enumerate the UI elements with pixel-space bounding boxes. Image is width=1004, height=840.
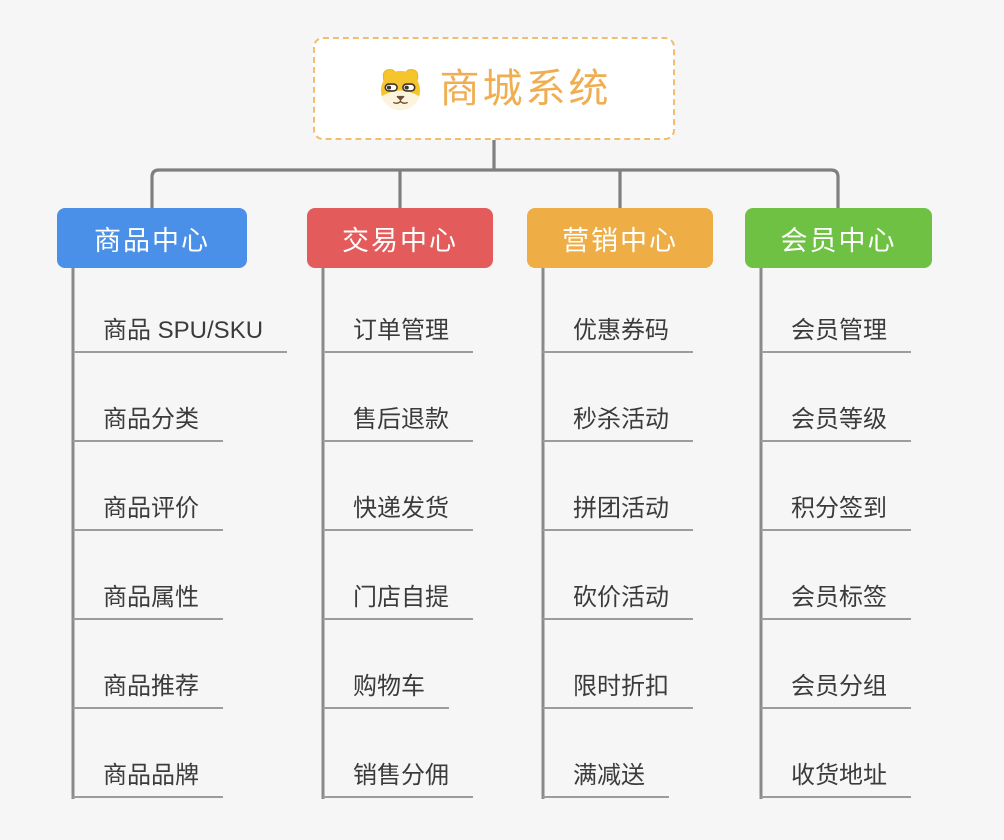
leaf-topic-label[interactable]: 会员管理 xyxy=(761,317,911,353)
leaf-topic-node: 会员分组 xyxy=(745,620,932,709)
leaf-topic-label[interactable]: 商品品牌 xyxy=(73,762,223,798)
root-topic-node[interactable]: 商城系统 xyxy=(313,37,675,140)
leaf-topic-label[interactable]: 商品评价 xyxy=(73,495,223,531)
leaf-topic-node: 售后退款 xyxy=(307,353,493,442)
leaf-topic-node: 拼团活动 xyxy=(527,442,713,531)
leaf-topic-node: 商品分类 xyxy=(57,353,247,442)
leaf-topic-label[interactable]: 积分签到 xyxy=(761,495,911,531)
leaf-topic-node: 购物车 xyxy=(307,620,493,709)
branch-product-center: 商品中心 商品 SPU/SKU 商品分类商品评价商品属性商品推荐商品品牌 xyxy=(57,208,288,798)
leaf-topic-label[interactable]: 拼团活动 xyxy=(543,495,693,531)
branch-leaves: 订单管理售后退款快递发货门店自提购物车销售分佣 xyxy=(307,268,493,798)
branch-header[interactable]: 商品中心 xyxy=(57,208,247,268)
branch-trade-center: 交易中心 订单管理售后退款快递发货门店自提购物车销售分佣 xyxy=(307,208,493,798)
branch-header[interactable]: 营销中心 xyxy=(527,208,713,268)
leaf-topic-node: 积分签到 xyxy=(745,442,932,531)
branch-leaves: 商品 SPU/SKU 商品分类商品评价商品属性商品推荐商品品牌 xyxy=(57,268,288,798)
branch-header[interactable]: 交易中心 xyxy=(307,208,493,268)
leaf-topic-node: 满减送 xyxy=(527,709,713,798)
leaf-topic-label[interactable]: 销售分佣 xyxy=(323,762,473,798)
root-topic-title: 商城系统 xyxy=(439,66,612,111)
leaf-topic-node: 商品属性 xyxy=(57,531,247,620)
leaf-topic-label[interactable]: 快递发货 xyxy=(323,495,473,531)
leaf-topic-label[interactable]: 会员分组 xyxy=(761,673,911,709)
leaf-topic-node: 订单管理 xyxy=(307,268,493,353)
leaf-topic-label[interactable]: 会员标签 xyxy=(761,584,911,620)
shiba-dog-icon xyxy=(380,69,420,111)
branch-marketing-center: 营销中心 优惠券码秒杀活动拼团活动砍价活动限时折扣满减送 xyxy=(527,208,713,798)
leaf-topic-node: 商品推荐 xyxy=(57,620,247,709)
leaf-topic-label[interactable]: 满减送 xyxy=(543,762,669,798)
leaf-topic-node: 会员标签 xyxy=(745,531,932,620)
leaf-topic-label[interactable]: 优惠券码 xyxy=(543,317,693,353)
leaf-topic-label[interactable]: 秒杀活动 xyxy=(543,406,693,442)
branch-leaves: 会员管理会员等级积分签到会员标签会员分组收货地址 xyxy=(745,268,932,798)
root-bus-connector xyxy=(150,140,840,208)
leaf-topic-node: 会员等级 xyxy=(745,353,932,442)
leaf-topic-node: 会员管理 xyxy=(745,268,932,353)
leaf-topic-node: 优惠券码 xyxy=(527,268,713,353)
leaf-topic-label[interactable]: 商品 SPU/SKU xyxy=(73,317,288,353)
leaf-topic-label[interactable]: 商品属性 xyxy=(73,584,223,620)
branch-trunk-lines xyxy=(71,268,763,799)
leaf-topic-label[interactable]: 订单管理 xyxy=(323,317,473,353)
leaf-topic-node: 砍价活动 xyxy=(527,531,713,620)
leaf-topic-node: 快递发货 xyxy=(307,442,493,531)
leaf-topic-node: 限时折扣 xyxy=(527,620,713,709)
branch-header[interactable]: 会员中心 xyxy=(745,208,932,268)
branch-member-center: 会员中心 会员管理会员等级积分签到会员标签会员分组收货地址 xyxy=(745,208,932,798)
leaf-topic-label[interactable]: 购物车 xyxy=(323,673,449,709)
leaf-topic-label[interactable]: 商品推荐 xyxy=(73,673,223,709)
leaf-topic-label[interactable]: 售后退款 xyxy=(323,406,473,442)
leaf-topic-node: 商品品牌 xyxy=(57,709,247,798)
leaf-topic-label[interactable]: 限时折扣 xyxy=(543,673,693,709)
branch-leaves: 优惠券码秒杀活动拼团活动砍价活动限时折扣满减送 xyxy=(527,268,713,798)
leaf-topic-label[interactable]: 收货地址 xyxy=(761,762,911,798)
leaf-topic-node: 秒杀活动 xyxy=(527,353,713,442)
leaf-topic-label[interactable]: 商品分类 xyxy=(73,406,223,442)
leaf-topic-label[interactable]: 会员等级 xyxy=(761,406,911,442)
leaf-topic-node: 销售分佣 xyxy=(307,709,493,798)
leaf-topic-node: 商品评价 xyxy=(57,442,247,531)
leaf-topic-node: 门店自提 xyxy=(307,531,493,620)
leaf-topic-node: 收货地址 xyxy=(745,709,932,798)
leaf-topic-label[interactable]: 砍价活动 xyxy=(543,584,693,620)
leaf-topic-label[interactable]: 门店自提 xyxy=(323,584,473,620)
leaf-topic-node: 商品 SPU/SKU xyxy=(57,268,288,353)
